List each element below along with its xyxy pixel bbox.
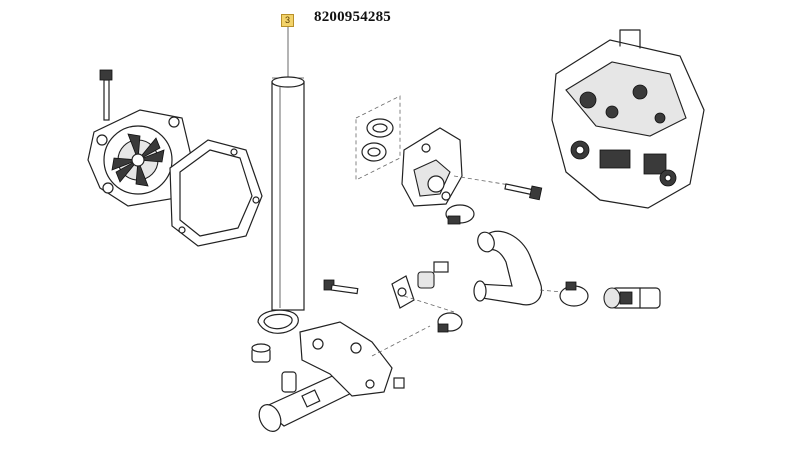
outlet-flange[interactable]: [281, 321, 393, 397]
hose-clamp-mid[interactable]: [437, 312, 463, 333]
hose-clamp-upper[interactable]: [445, 204, 475, 225]
callout-marker[interactable]: 3: [281, 14, 294, 27]
thermostat-housing[interactable]: [401, 127, 463, 207]
quick-connector[interactable]: [603, 287, 661, 309]
small-plug[interactable]: [251, 343, 271, 363]
guide-line-right: [539, 289, 563, 293]
engine-overview-thumbnail: [551, 29, 705, 209]
pump-gasket[interactable]: [169, 139, 263, 247]
part-number-label: 8200954285: [314, 9, 391, 25]
bleed-nipple[interactable]: [393, 377, 405, 389]
flange-gasket[interactable]: [391, 275, 415, 309]
callout-leader: [272, 27, 304, 79]
long-coolant-pipe[interactable]: [271, 76, 305, 311]
hose-clamp-right[interactable]: [559, 281, 589, 307]
seal-ring-lower[interactable]: [361, 142, 387, 162]
flange-bolt[interactable]: [323, 279, 359, 295]
housing-bolt[interactable]: [504, 183, 543, 201]
water-pump[interactable]: [87, 109, 193, 207]
seal-kit-bracket: [355, 95, 401, 181]
seal-ring-upper[interactable]: [366, 118, 394, 138]
coolant-hose[interactable]: [473, 230, 543, 306]
pump-bolt[interactable]: [99, 69, 113, 121]
guide-line-lower: [371, 325, 431, 357]
o-ring-seal[interactable]: [257, 309, 299, 334]
sensor-fitting[interactable]: [403, 261, 455, 313]
